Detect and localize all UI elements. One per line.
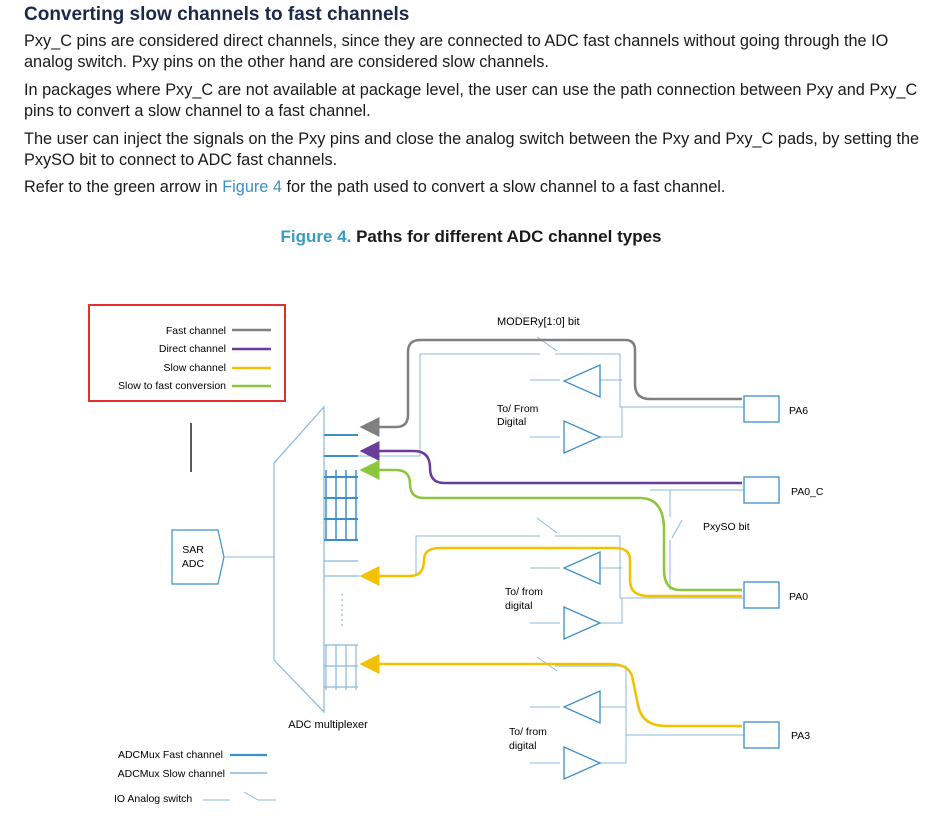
legend-mux-slow-label: ADCMux Slow channel [118, 768, 225, 780]
legend-slow-label: Slow channel [164, 362, 226, 374]
section-heading: Converting slow channels to fast channel… [24, 4, 410, 25]
pin-pa3: PA3 [791, 730, 810, 742]
paragraph-1: Pxy_C pins are considered direct channel… [24, 32, 889, 71]
sar-label: SAR [182, 544, 204, 556]
paragraph-2: In packages where Pxy_C are not availabl… [24, 81, 918, 120]
io-buffers [562, 363, 602, 781]
mux-label: ADC multiplexer [288, 719, 368, 731]
slow-channel-path-pa3 [359, 654, 742, 728]
to-from-1a: To/ From [497, 403, 539, 415]
to-from-2b: digital [505, 600, 532, 612]
mux-fast-verticals [325, 470, 357, 540]
figure-title: Paths for different ADC channel types [356, 227, 662, 246]
to-from-3a: To/ from [509, 726, 547, 738]
mux-fast-channels [324, 434, 358, 541]
legend-switch-lever [243, 791, 259, 801]
ref-text-before: Refer to the green arrow in [24, 178, 223, 196]
legend-box [88, 304, 286, 402]
figure-number: Figure 4. [280, 227, 352, 246]
mux-slow-channels [324, 560, 358, 690]
legend-direct-label: Direct channel [159, 343, 226, 355]
slow-to-fast-path [359, 460, 742, 592]
to-from-1b: Digital [497, 416, 526, 428]
pin-pads [743, 395, 780, 749]
figure-caption: Figure 4. Paths for different ADC channe… [0, 227, 942, 247]
slow-channel-path-pa0 [359, 546, 742, 598]
to-from-3b: digital [509, 740, 536, 752]
fast-channel-path [359, 338, 742, 437]
legend-fast-label: Fast channel [166, 325, 226, 337]
to-from-2a: To/ from [505, 586, 543, 598]
moder-label: MODERy[1:0] bit [497, 316, 580, 328]
pxyso-label: PxySO bit [703, 521, 750, 533]
paragraph-4: Refer to the green arrow in Figure 4 for… [24, 177, 934, 198]
legend-mux-fast-label: ADCMux Fast channel [118, 749, 223, 761]
figure-4-link[interactable]: Figure 4 [222, 178, 282, 196]
adc-multiplexer [273, 405, 325, 714]
legend-slow-to-fast-label: Slow to fast conversion [118, 380, 226, 392]
pin-pa0: PA0 [789, 591, 808, 603]
legend-switch-label: IO Analog switch [114, 793, 192, 805]
io-analog-switches [536, 336, 683, 672]
ref-text-after: for the path used to convert a slow chan… [281, 178, 726, 196]
pin-pa6: PA6 [789, 405, 808, 417]
sar-adc-block [171, 529, 225, 585]
io-wiring [358, 353, 744, 764]
paragraph-3: The user can inject the signals on the P… [24, 130, 920, 169]
pin-pa0-c: PA0_C [791, 486, 824, 498]
adc-label: ADC [182, 558, 205, 570]
direct-channel-path [359, 441, 742, 485]
